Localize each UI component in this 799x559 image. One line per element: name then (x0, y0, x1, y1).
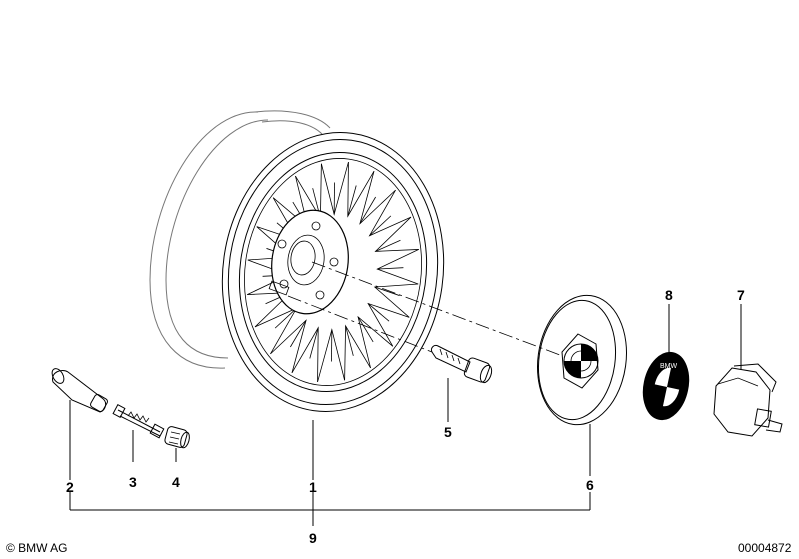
label-part-7: 7 (737, 287, 745, 303)
spoke (357, 315, 394, 369)
wheel-front[interactable] (205, 118, 462, 426)
drawing-number: 00004872 (738, 541, 792, 555)
wheel-spokes (247, 161, 419, 383)
spoke-rib (290, 320, 307, 348)
bmw-emblem[interactable]: BMW (637, 348, 694, 424)
wheel-bolt[interactable] (431, 345, 493, 384)
label-part-2: 2 (66, 479, 74, 495)
valve-cap[interactable] (164, 426, 191, 449)
spoke-rib (345, 325, 354, 356)
emblem-letters: BMW (660, 363, 678, 370)
label-part-9: 9 (309, 530, 317, 546)
spoke-rib (367, 303, 390, 322)
copyright-text: © BMW AG (6, 541, 68, 555)
spoke (254, 307, 298, 355)
leader-lines (69, 304, 742, 526)
label-part-3: 3 (129, 474, 137, 490)
valve-stem[interactable] (50, 367, 109, 413)
spoke (367, 302, 410, 347)
spoke-rib (374, 286, 400, 296)
spoke (347, 162, 375, 218)
removal-tool[interactable] (713, 363, 783, 437)
label-part-5: 5 (444, 424, 452, 440)
spoke-rib (369, 215, 392, 237)
hub-cap[interactable] (529, 290, 634, 431)
valve-insert[interactable] (112, 404, 165, 439)
spoke (270, 319, 307, 373)
spoke (374, 216, 419, 252)
axis-centerline (287, 261, 561, 356)
spoke (320, 161, 349, 216)
spoke (376, 249, 419, 285)
label-part-6: 6 (586, 477, 594, 493)
spoke-rib (359, 196, 376, 224)
spoke (359, 171, 396, 225)
spoke-rib (347, 185, 357, 217)
spoke-rib (274, 307, 297, 329)
spoke-rib (309, 327, 319, 359)
wheel-rim-back (149, 110, 331, 369)
spoke (291, 326, 319, 382)
label-part-8: 8 (665, 287, 673, 303)
spoke (317, 328, 346, 383)
spoke (368, 189, 412, 237)
spoke-rib (377, 267, 404, 270)
label-part-4: 4 (172, 474, 180, 490)
spoke-rib (357, 316, 374, 343)
label-part-1: 1 (309, 479, 317, 495)
spoke-rib (375, 239, 401, 252)
